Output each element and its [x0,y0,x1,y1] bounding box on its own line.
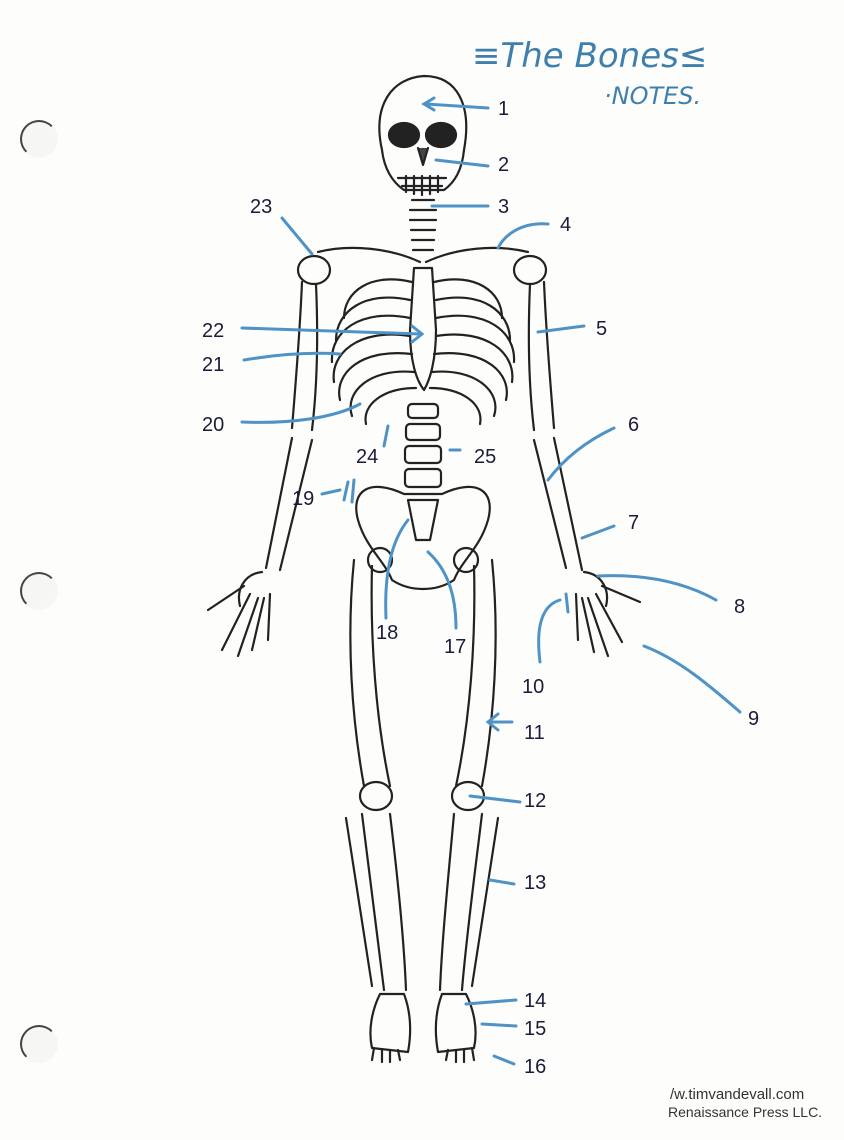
arrow-8 [596,574,718,602]
patella-left [358,780,394,812]
arrow-6 [546,426,616,482]
label-4: 4 [560,214,572,236]
arrow-15 [480,1022,518,1028]
hip-socket-left [366,546,394,574]
clavicle-left [316,246,422,264]
label-1: 1 [498,98,510,120]
pelvis [355,485,491,590]
label-21: 21 [202,354,225,376]
arrow-14 [464,998,518,1006]
credit-publisher: Renaissance Press LLC. [668,1104,823,1120]
label-13: 13 [524,872,547,894]
label-11: 11 [524,722,545,744]
arrow-10 [537,592,570,664]
label-24: 24 [356,446,379,468]
shoulder-left [296,254,332,286]
binder-hole-top [20,120,58,158]
teeth [396,174,448,197]
humerus-left [290,280,319,432]
label-3: 3 [498,196,510,218]
label-22: 22 [202,320,225,342]
label-7: 7 [628,512,640,534]
skull [378,74,468,192]
label-5: 5 [596,318,608,340]
arrow-21 [242,351,342,362]
label-25: 25 [474,446,497,468]
patella-right [450,780,486,812]
sternum [408,266,438,392]
tibia-fibula-right [438,812,500,992]
arrow-5 [536,324,586,334]
label-20: 20 [202,414,225,436]
foot-left [369,992,412,1064]
eye-socket-left [387,121,421,149]
arrow-20 [240,402,362,424]
tibia-fibula-left [344,812,408,992]
arrow-17 [426,550,458,630]
label-9: 9 [748,708,760,730]
rib-cage [330,278,516,426]
label-14: 14 [524,990,547,1012]
arrow-13 [488,878,516,886]
radius-ulna-right [532,436,584,572]
label-10: 10 [522,676,545,698]
binder-hole-middle [20,572,58,610]
eye-socket-right [424,121,458,149]
lumbar-vertebrae [403,402,443,489]
arrow-11 [485,712,514,732]
hip-socket-right [452,546,480,574]
label-8: 8 [734,596,746,618]
arrow-16 [492,1054,516,1066]
label-15: 15 [524,1018,547,1040]
arrow-9 [642,644,742,714]
radius-ulna-left [264,436,314,572]
arrow-12 [468,794,522,804]
humerus-right [527,280,556,432]
femur-right [454,558,497,788]
arrow-19 [320,478,356,504]
nasal-cavity [416,146,430,167]
arrow-22 [240,324,425,344]
label-12: 12 [524,790,547,812]
label-2: 2 [498,154,510,176]
binder-hole-bottom [20,1025,58,1063]
femur-left [349,558,392,788]
cervical-vertebrae [408,198,438,252]
arrow-18 [384,518,410,620]
hand-left [206,570,272,658]
credit-website: /w.timvandevall.com [670,1086,805,1103]
notes-title: ≡The Bones≤ [472,36,708,76]
label-18: 18 [376,622,399,644]
label-6: 6 [628,414,640,436]
arrow-7 [580,524,616,540]
foot-right [434,992,477,1064]
label-16: 16 [524,1056,547,1078]
label-19: 19 [292,488,315,510]
label-17: 17 [444,636,467,658]
arrow-4 [496,222,550,250]
sacrum [406,498,440,542]
label-23: 23 [250,196,273,218]
arrow-2 [434,158,490,168]
hand-right [574,570,642,658]
shoulder-right [512,254,548,286]
arrow-1 [421,96,490,112]
arrow-23 [280,216,314,256]
notes-subtitle: ·NOTES. [604,82,702,110]
arrow-24 [382,424,390,448]
clavicle-right [424,246,530,264]
